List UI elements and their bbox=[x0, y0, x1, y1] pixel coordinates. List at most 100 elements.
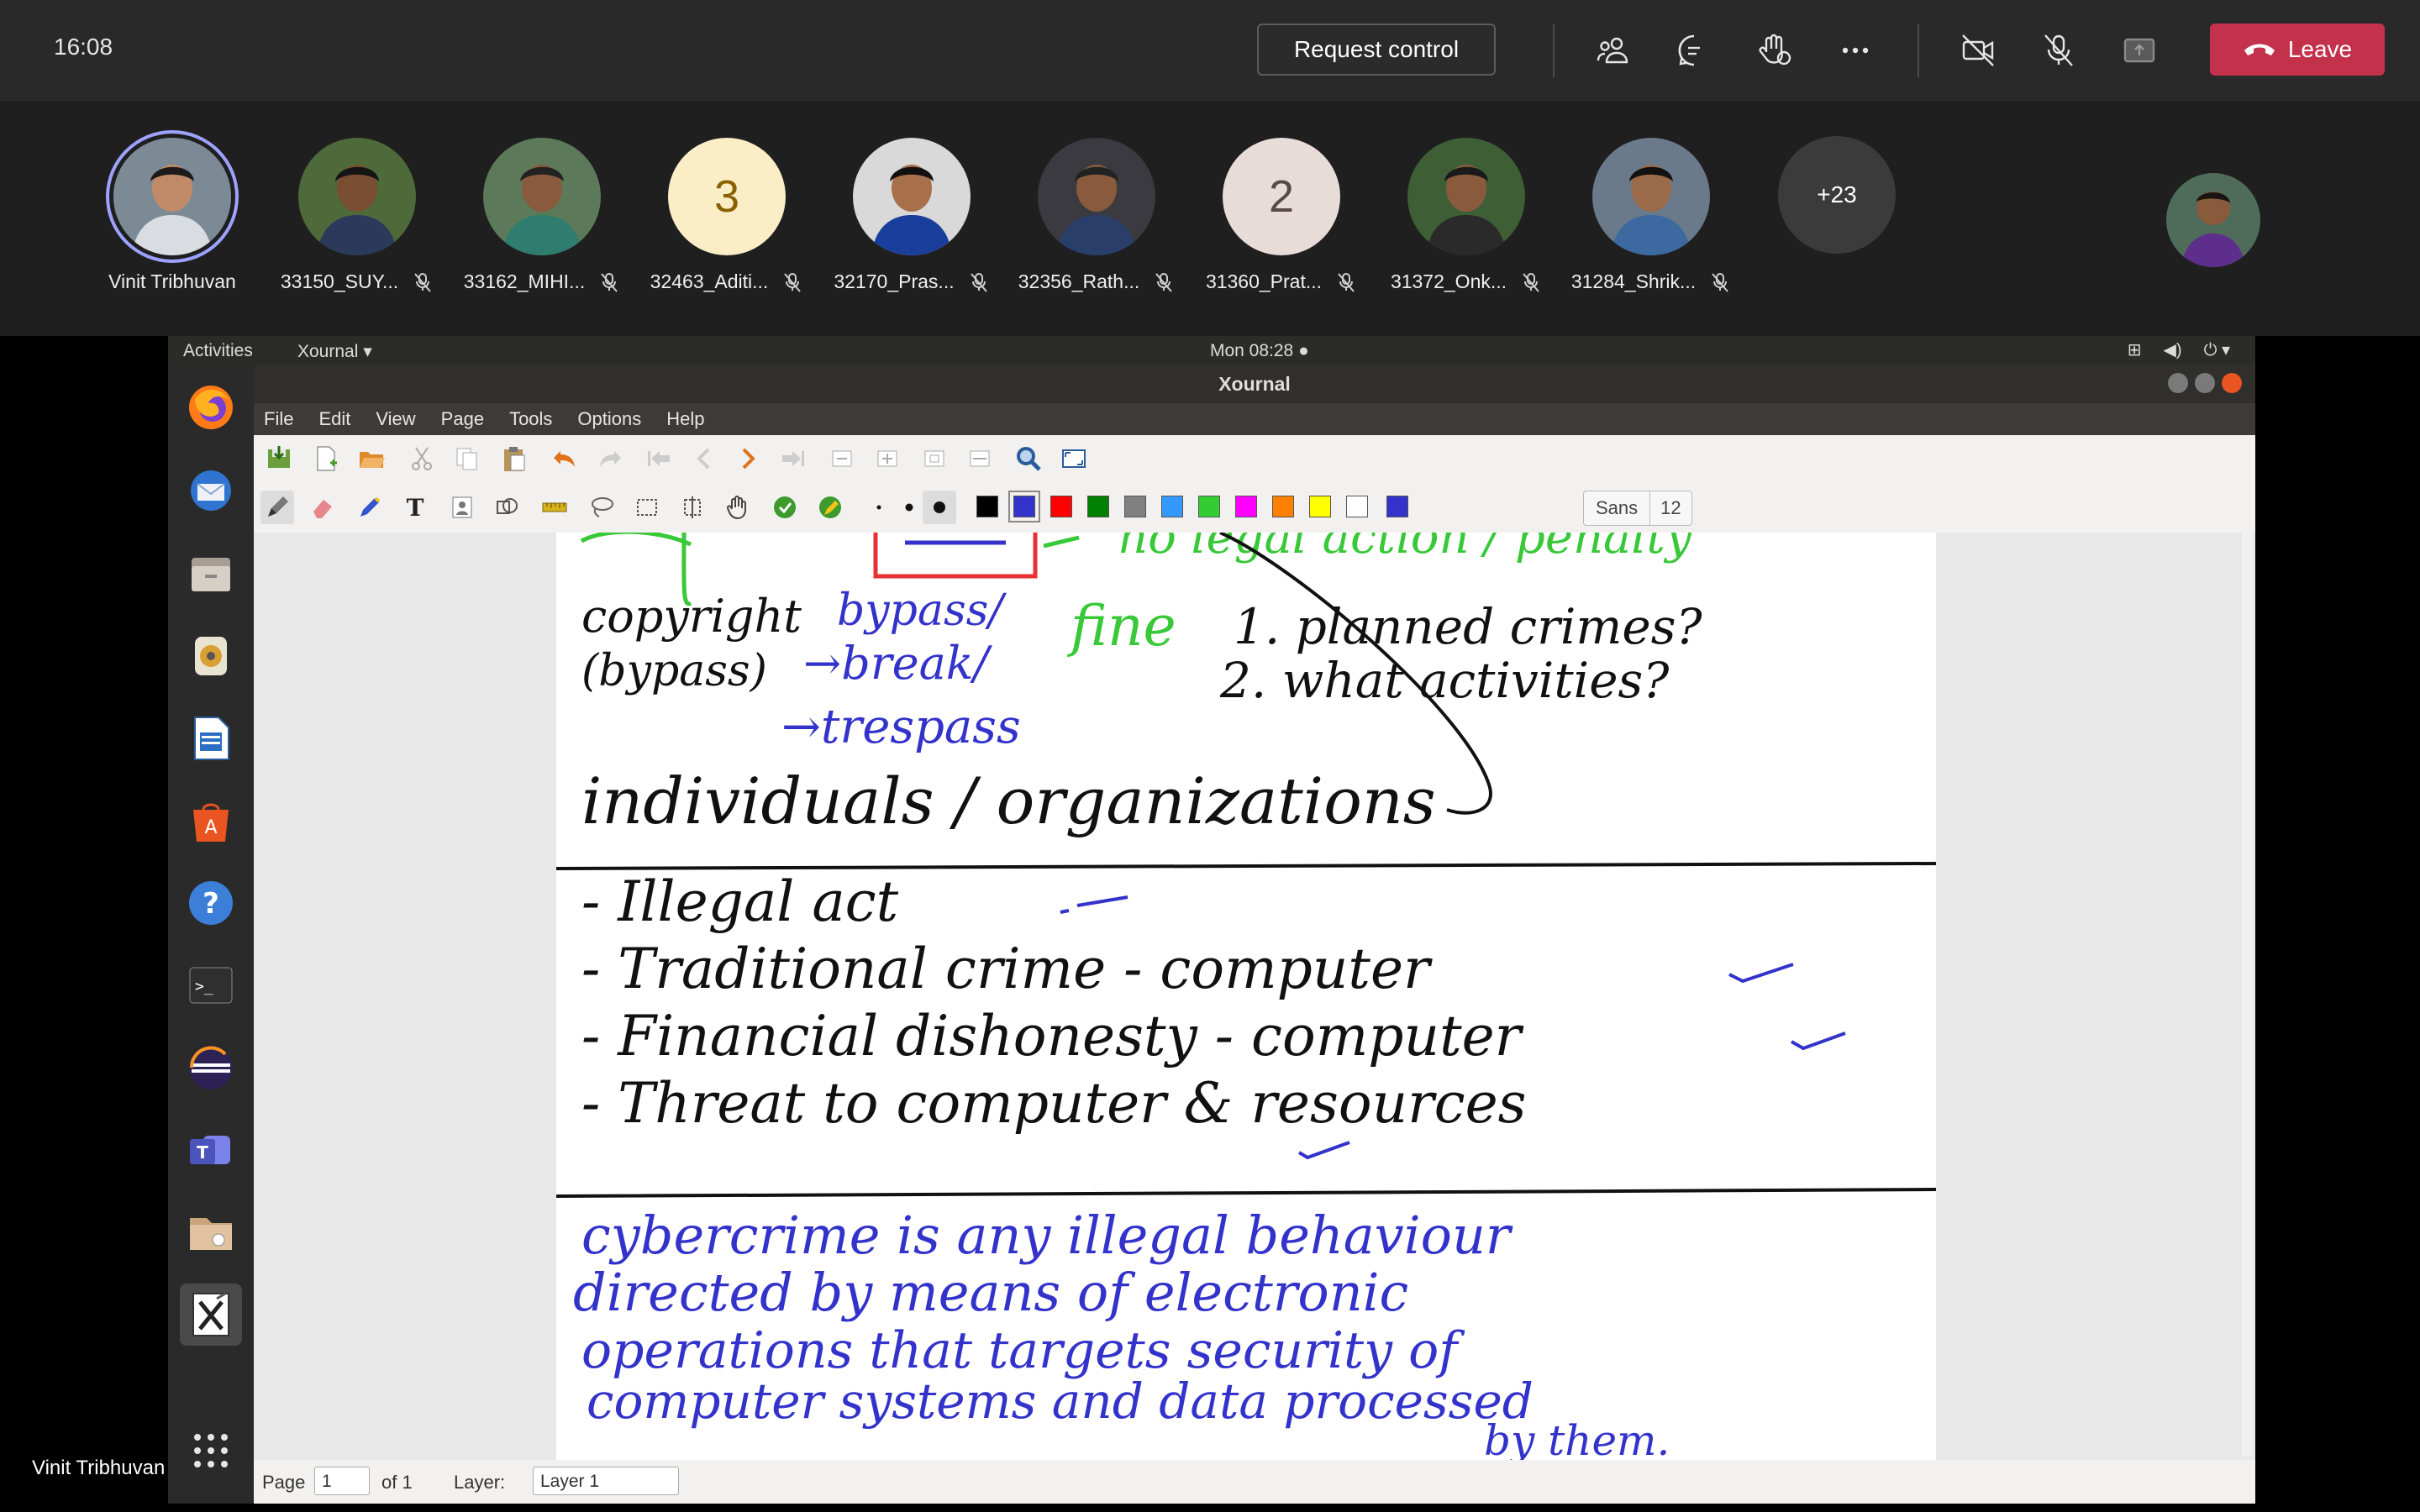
app-menu[interactable]: Xournal ▾ bbox=[297, 342, 372, 361]
avatar[interactable] bbox=[1038, 138, 1155, 255]
menu-item-file[interactable]: File bbox=[264, 408, 294, 429]
participant-tile[interactable]: 31372_Onk... bbox=[1382, 138, 1550, 293]
participants-icon[interactable] bbox=[1593, 30, 1634, 71]
font-button[interactable]: Sans 12 bbox=[1583, 491, 1692, 526]
color-swatch[interactable] bbox=[976, 496, 998, 517]
thunderbird-icon[interactable] bbox=[180, 459, 242, 521]
participant-tile[interactable]: 33150_SUY... bbox=[273, 138, 441, 293]
layer-select[interactable]: Layer 1 bbox=[533, 1467, 679, 1495]
menu-item-help[interactable]: Help bbox=[666, 408, 705, 429]
avatar[interactable] bbox=[298, 138, 416, 255]
zoom-normal-icon[interactable] bbox=[918, 442, 951, 475]
avatar[interactable] bbox=[853, 138, 971, 255]
participant-tile[interactable]: 32356_Rath... bbox=[1013, 138, 1181, 293]
zoom-out-icon[interactable] bbox=[825, 442, 859, 475]
previous-page-icon[interactable] bbox=[687, 442, 721, 475]
rectangle-select-icon[interactable] bbox=[630, 491, 664, 524]
vertical-space-icon[interactable] bbox=[676, 491, 709, 524]
maximize-icon[interactable] bbox=[2195, 373, 2215, 393]
first-page-icon[interactable] bbox=[642, 442, 676, 475]
thin-stroke-icon[interactable] bbox=[862, 491, 896, 524]
teams-icon[interactable]: T bbox=[180, 1119, 242, 1181]
page-width-icon[interactable] bbox=[963, 442, 997, 475]
mic-off-icon[interactable] bbox=[2039, 30, 2079, 71]
menu-item-view[interactable]: View bbox=[376, 408, 416, 429]
close-icon[interactable] bbox=[2222, 373, 2242, 393]
open-icon[interactable] bbox=[355, 442, 388, 475]
network-icon[interactable]: ⊞ bbox=[2127, 341, 2142, 360]
color-swatch[interactable] bbox=[1008, 491, 1040, 522]
next-page-icon[interactable] bbox=[731, 442, 765, 475]
firefox-icon[interactable] bbox=[180, 376, 242, 438]
highlighter-icon[interactable] bbox=[353, 491, 387, 524]
color-swatch[interactable] bbox=[1309, 496, 1331, 517]
hand-tool-icon[interactable] bbox=[721, 491, 755, 524]
participant-tile[interactable]: 33162_MIHI... bbox=[458, 138, 626, 293]
default-pen-icon[interactable] bbox=[813, 491, 847, 524]
color-swatch[interactable] bbox=[1198, 496, 1220, 517]
redo-icon[interactable] bbox=[593, 442, 627, 475]
system-tray[interactable]: ⊞ ◀) ⏻ ▾ bbox=[2128, 339, 2230, 360]
note-page[interactable]: no legal action / penalty copyright (byp… bbox=[556, 533, 1936, 1460]
color-swatch[interactable] bbox=[1161, 496, 1183, 517]
last-page-icon[interactable] bbox=[776, 442, 810, 475]
color-swatch[interactable] bbox=[1235, 496, 1257, 517]
avatar[interactable]: 2 bbox=[1223, 138, 1340, 255]
rhythmbox-icon[interactable] bbox=[180, 625, 242, 687]
system-clock[interactable]: Mon 08:28 ● bbox=[1210, 341, 1309, 360]
leave-button[interactable]: Leave bbox=[2210, 24, 2385, 76]
show-apps-icon[interactable] bbox=[180, 1420, 242, 1482]
request-control-button[interactable]: Request control bbox=[1257, 24, 1496, 76]
file-manager-icon[interactable] bbox=[180, 1201, 242, 1263]
menu-item-page[interactable]: Page bbox=[440, 408, 485, 429]
help-icon[interactable]: ? bbox=[180, 872, 242, 934]
avatar[interactable] bbox=[483, 138, 601, 255]
power-icon[interactable]: ⏻ ▾ bbox=[2203, 341, 2230, 360]
custom-color-swatch[interactable] bbox=[1386, 496, 1408, 517]
copy-icon[interactable] bbox=[450, 442, 484, 475]
document-canvas[interactable]: no legal action / penalty copyright (byp… bbox=[254, 533, 2255, 1460]
text-tool-icon[interactable]: T bbox=[398, 491, 432, 524]
share-icon[interactable] bbox=[2119, 30, 2160, 71]
avatar[interactable] bbox=[1407, 138, 1525, 255]
zoom-icon[interactable] bbox=[1012, 442, 1045, 475]
raise-hand-icon[interactable] bbox=[1754, 30, 1795, 71]
shape-recognizer-icon[interactable] bbox=[491, 491, 524, 524]
eclipse-icon[interactable] bbox=[180, 1037, 242, 1099]
color-swatch[interactable] bbox=[1087, 496, 1109, 517]
participant-tile[interactable]: 31284_Shrik... bbox=[1567, 138, 1735, 293]
software-center-icon[interactable]: A bbox=[180, 790, 242, 852]
overflow-participants-button[interactable]: +23 bbox=[1778, 136, 1896, 254]
color-swatch[interactable] bbox=[1124, 496, 1146, 517]
chat-icon[interactable] bbox=[1674, 30, 1714, 71]
minimize-icon[interactable] bbox=[2168, 373, 2188, 393]
undo-icon[interactable] bbox=[548, 442, 581, 475]
image-tool-icon[interactable] bbox=[445, 491, 479, 524]
lasso-select-icon[interactable] bbox=[585, 491, 618, 524]
avatar[interactable] bbox=[1592, 138, 1710, 255]
thick-stroke-icon[interactable] bbox=[923, 491, 956, 524]
more-icon[interactable] bbox=[1835, 30, 1876, 71]
participant-tile[interactable]: Vinit Tribhuvan bbox=[88, 138, 256, 293]
ruler-icon[interactable] bbox=[538, 491, 571, 524]
color-swatch[interactable] bbox=[1272, 496, 1294, 517]
fullscreen-icon[interactable] bbox=[1057, 442, 1091, 475]
menu-item-edit[interactable]: Edit bbox=[318, 408, 351, 429]
new-document-icon[interactable] bbox=[309, 442, 343, 475]
pen-tool-icon[interactable] bbox=[260, 491, 294, 524]
color-swatch[interactable] bbox=[1346, 496, 1368, 517]
paste-icon[interactable] bbox=[497, 442, 531, 475]
activities-button[interactable]: Activities bbox=[183, 341, 253, 360]
files-icon[interactable] bbox=[180, 543, 242, 605]
menu-item-options[interactable]: Options bbox=[577, 408, 642, 429]
save-icon[interactable] bbox=[262, 442, 296, 475]
camera-off-icon[interactable] bbox=[1958, 30, 1998, 71]
avatar[interactable]: 3 bbox=[668, 138, 786, 255]
participant-tile[interactable]: 32170_Pras... bbox=[828, 138, 996, 293]
vertical-scrollbar[interactable] bbox=[2242, 533, 2252, 1457]
volume-icon[interactable]: ◀) bbox=[2163, 341, 2182, 360]
writer-icon[interactable] bbox=[180, 707, 242, 769]
default-tools-icon[interactable] bbox=[768, 491, 802, 524]
